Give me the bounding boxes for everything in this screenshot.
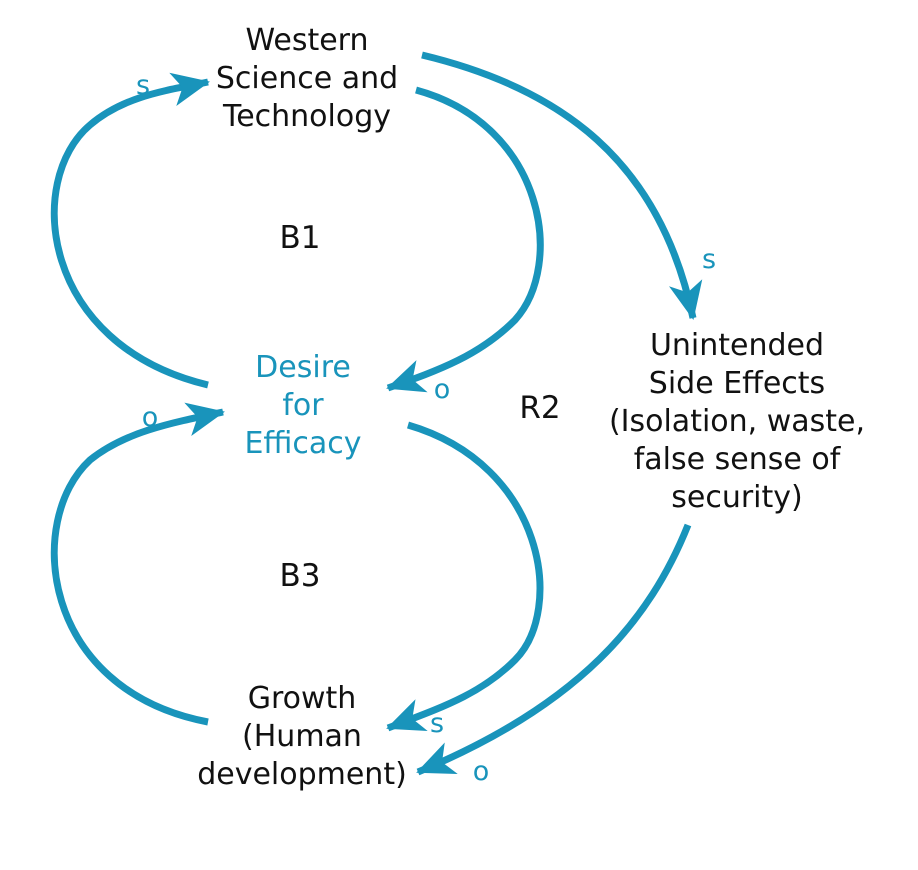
node-western-science-line: Technology	[222, 99, 391, 134]
node-unintended-side-effects: Unintended Side Effects (Isolation, wast…	[609, 328, 865, 515]
polarity-science-to-desire: o	[434, 374, 451, 405]
polarity-science-to-side-effects: s	[702, 244, 716, 275]
polarity-side-effects-to-growth: o	[473, 756, 490, 787]
node-desire-for-efficacy: Desire for Efficacy	[244, 350, 361, 461]
node-desire-line: for	[282, 388, 324, 423]
node-growth: Growth (Human development)	[197, 681, 407, 792]
node-desire-line: Efficacy	[244, 426, 361, 461]
loop-label-r2: R2	[519, 390, 560, 426]
node-growth-line: development)	[197, 757, 407, 792]
polarity-desire-to-science: s	[136, 70, 150, 101]
node-desire-line: Desire	[255, 350, 351, 385]
link-science-to-desire	[386, 86, 544, 393]
loop-label-b3: B3	[280, 558, 321, 594]
node-growth-line: Growth	[248, 681, 357, 716]
node-side-effects-line: (Isolation, waste,	[609, 404, 865, 439]
link-desire-to-growth	[386, 421, 544, 732]
node-western-science-line: Western	[245, 23, 368, 58]
link-growth-to-desire	[50, 402, 225, 726]
node-side-effects-line: security)	[671, 480, 802, 515]
link-desire-to-science	[50, 72, 210, 389]
link-science-to-side-effects	[421, 51, 703, 320]
node-growth-line: (Human	[242, 719, 362, 754]
node-side-effects-line: Unintended	[650, 328, 824, 363]
polarity-desire-to-growth: s	[430, 708, 444, 739]
node-side-effects-line: false sense of	[634, 442, 842, 477]
node-side-effects-line: Side Effects	[649, 366, 825, 401]
polarity-growth-to-desire: o	[142, 402, 159, 433]
node-western-science: Western Science and Technology	[216, 23, 398, 134]
node-western-science-line: Science and	[216, 61, 398, 96]
loop-label-b1: B1	[280, 220, 321, 256]
link-side-effects-to-growth	[416, 523, 692, 776]
